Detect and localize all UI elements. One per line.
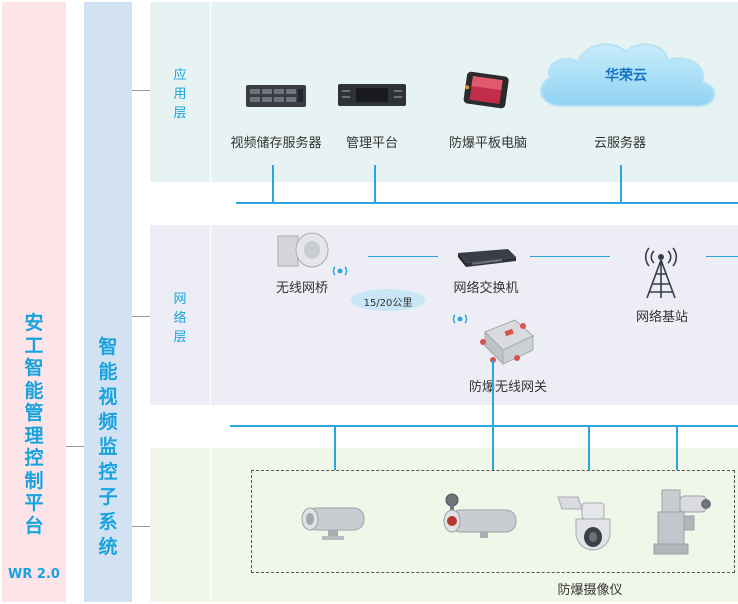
application-layer-label: 应 用 层 — [173, 68, 187, 121]
subsystem-connector-net — [132, 316, 150, 317]
bridge-switch-link — [368, 256, 438, 257]
subsystem-panel — [84, 2, 132, 602]
network-switch-icon — [458, 249, 516, 267]
management-platform-label: 管理平台 — [345, 136, 398, 151]
platform-title: 安 工 智 能 管 理 控 制 平 台 — [24, 312, 44, 537]
storage-server-icon — [246, 85, 306, 107]
wireless-gateway-icon — [480, 319, 534, 366]
subsystem-connector-app — [132, 90, 150, 91]
platform-panel — [2, 2, 66, 602]
application-bus-line — [236, 202, 738, 204]
camera-drop-line-1 — [334, 426, 336, 470]
wireless-bridge-label: 无线网桥 — [275, 281, 328, 296]
base-station-icon — [644, 247, 678, 299]
camera-group-box — [251, 470, 735, 573]
base-station-label: 网络基站 — [635, 310, 688, 325]
distance-badge — [351, 289, 425, 311]
application-layer-divider — [210, 2, 211, 182]
distance-label: 15/20公里 — [363, 298, 413, 309]
device-layer-divider — [210, 448, 211, 602]
wireless-bridge-icon — [277, 232, 329, 268]
storage-server-label: 视频储存服务器 — [230, 136, 322, 151]
network-layer-label: 网 络 层 — [173, 292, 187, 345]
wifi-signal-icon — [332, 266, 348, 276]
subsystem-connector-dev — [132, 526, 150, 527]
storage-drop-line — [272, 165, 274, 203]
cloud-drop-line — [620, 165, 622, 203]
device-bus-line — [230, 425, 738, 427]
platform-connector — [66, 446, 84, 447]
ptz-pan-tilt-camera-icon — [653, 489, 711, 555]
wireless-gateway-label: 防爆无线网关 — [468, 380, 547, 395]
camera-group-label: 防爆摄像仪 — [557, 583, 623, 598]
network-switch-label: 网络交换机 — [453, 281, 519, 296]
switch-station-link — [530, 256, 610, 257]
explosion-proof-camera-icon — [443, 493, 517, 538]
camera-drop-line-4 — [676, 426, 678, 470]
cloud-icon — [539, 43, 716, 107]
station-outbound-link — [706, 256, 738, 257]
ptz-dome-camera-icon — [557, 496, 611, 551]
cloud-name: 华荣云 — [605, 68, 647, 84]
tablet-icon — [463, 71, 509, 109]
network-layer — [150, 225, 738, 405]
management-platform-icon — [338, 84, 406, 106]
subsystem-title: 智 能 视 频 监 控 子 系 统 — [98, 336, 118, 558]
camera-drop-line-3 — [588, 426, 590, 470]
network-layer-divider — [210, 225, 211, 405]
management-drop-line — [374, 165, 376, 203]
explosion-proof-camera-icon — [301, 507, 365, 540]
gateway-drop-line — [492, 360, 494, 470]
cloud-server-label: 云服务器 — [593, 136, 646, 151]
tablet-label: 防爆平板电脑 — [448, 136, 527, 151]
gateway-signal-icon — [452, 314, 468, 324]
platform-version: WR 2.0 — [8, 567, 60, 582]
